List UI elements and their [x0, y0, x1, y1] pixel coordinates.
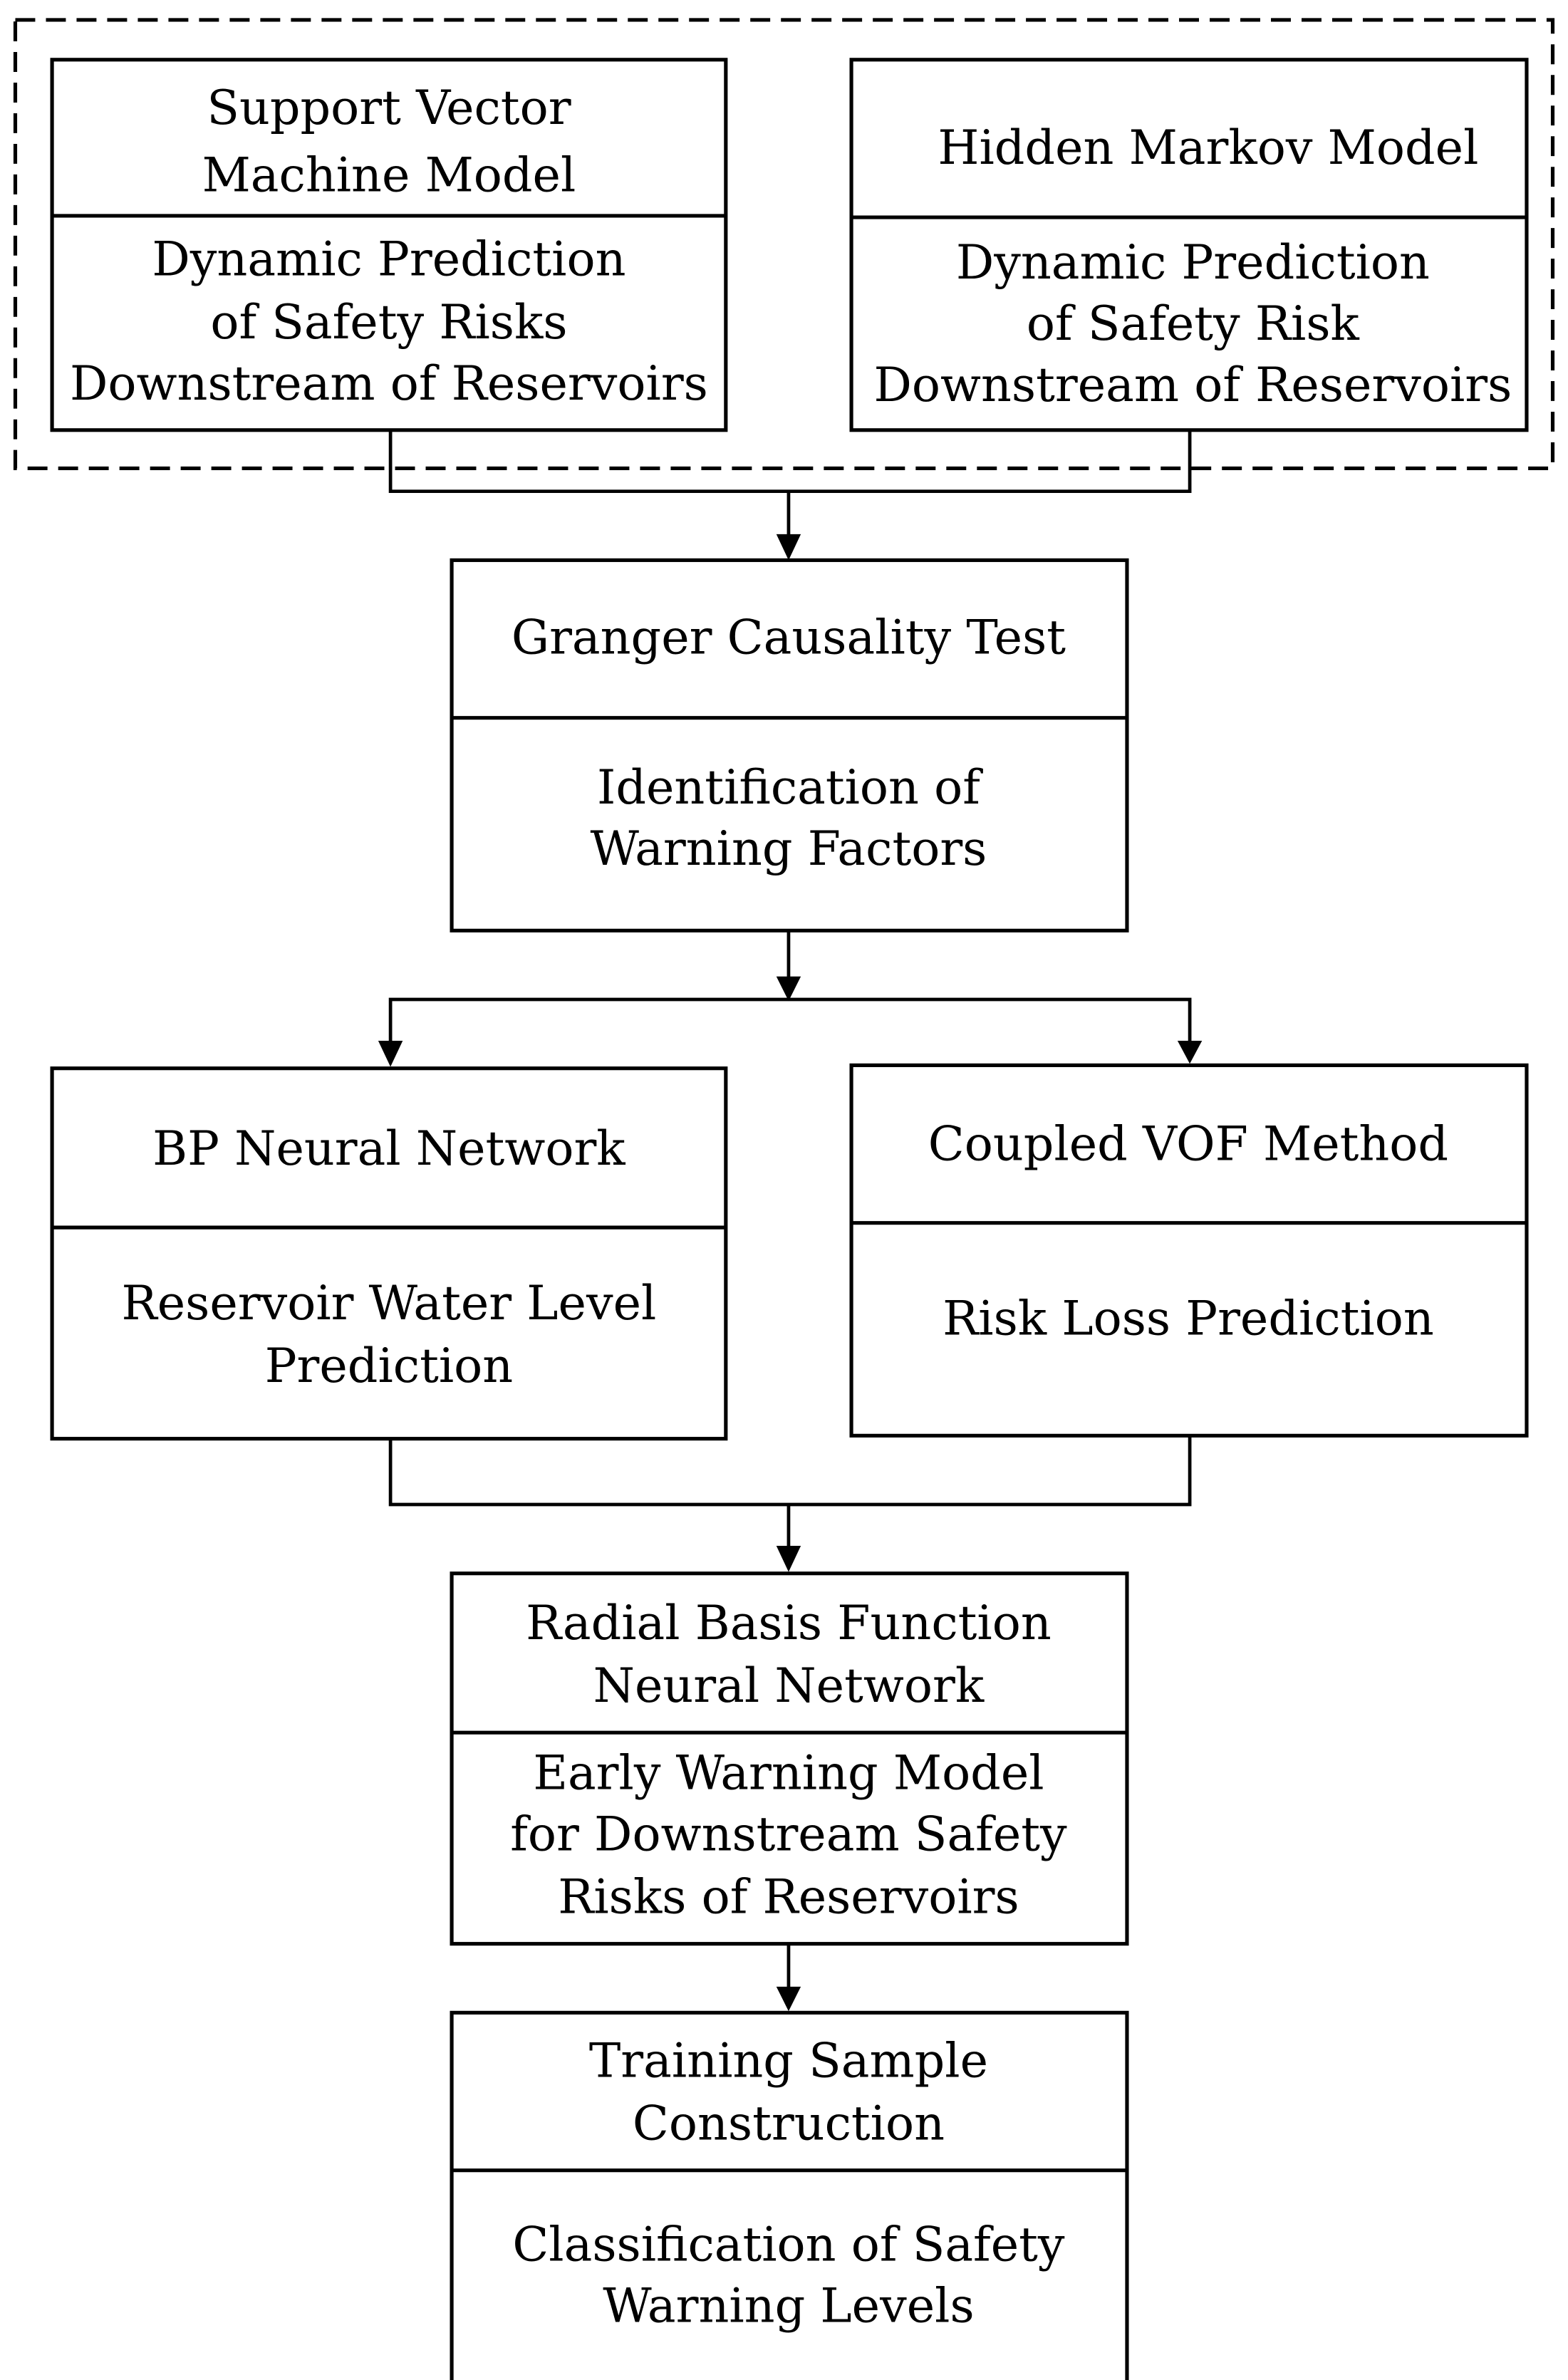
svm-body-line-2: of Safety Risks [210, 294, 567, 350]
arrowhead-training [776, 1986, 801, 2012]
granger-box: Granger Causality Test Identification of… [450, 558, 1129, 932]
hmm-title-line-1: Hidden Markov Model [938, 120, 1478, 175]
connector-branches-to-rbf [388, 1435, 1192, 1572]
rbf-body-line-2: for Downstream Safety [510, 1807, 1067, 1862]
bp-title-line-1: BP Neural Network [152, 1121, 625, 1176]
arrowhead-granger [776, 534, 801, 561]
connector-rbf-to-training [776, 1943, 801, 2012]
hmm-body-line-1: Dynamic Prediction [956, 234, 1430, 290]
training-title-line-2: Construction [633, 2096, 945, 2151]
rbf-body-line-1: Early Warning Model [533, 1745, 1044, 1801]
arrowhead-rbf [776, 1546, 801, 1572]
vof-body-line-1: Risk Loss Prediction [943, 1291, 1434, 1346]
hmm-box: Hidden Markov Model Dynamic Prediction o… [849, 58, 1529, 432]
rbf-body-line-3: Risks of Reservoirs [558, 1869, 1019, 1925]
model-group-frame [13, 18, 1555, 471]
granger-body-line-1: Identification of [597, 759, 983, 815]
hmm-body-line-2: of Safety Risk [1027, 296, 1360, 351]
arrowhead-vof [1177, 1041, 1203, 1064]
granger-title-line-1: Granger Causality Test [512, 609, 1066, 665]
training-box: Training Sample Construction Classificat… [450, 2010, 1129, 2380]
arrowhead-split [776, 976, 801, 1002]
vof-box: Coupled VOF Method Risk Loss Prediction [849, 1063, 1529, 1438]
bp-body-line-1: Reservoir Water Level [122, 1275, 657, 1331]
vof-title-line-1: Coupled VOF Method [928, 1116, 1448, 1172]
svm-body-line-3: Downstream of Reservoirs [70, 355, 708, 411]
connector-granger-to-branches [378, 930, 1203, 1067]
training-title-line-1: Training Sample [589, 2033, 988, 2089]
connector-models-to-granger [388, 430, 1192, 561]
svm-body-line-1: Dynamic Prediction [152, 232, 625, 287]
svm-title-line-2: Machine Model [202, 147, 576, 203]
training-body-line-2: Warning Levels [603, 2277, 974, 2333]
bp-body-line-2: Prediction [265, 1338, 513, 1393]
rbf-title-line-2: Neural Network [593, 1658, 985, 1713]
svm-box: Support Vector Machine Model Dynamic Pre… [50, 58, 728, 432]
bp-box: BP Neural Network Reservoir Water Level … [50, 1066, 728, 1441]
rbf-title-line-1: Radial Basis Function [526, 1595, 1052, 1651]
hmm-body-line-3: Downstream of Reservoirs [873, 357, 1512, 412]
training-body-line-1: Classification of Safety [512, 2216, 1065, 2272]
rbf-box: Radial Basis Function Neural Network Ear… [450, 1571, 1129, 1946]
svm-title-line-1: Support Vector [207, 80, 571, 135]
arrowhead-bp [378, 1041, 403, 1067]
granger-body-line-2: Warning Factors [591, 821, 987, 876]
